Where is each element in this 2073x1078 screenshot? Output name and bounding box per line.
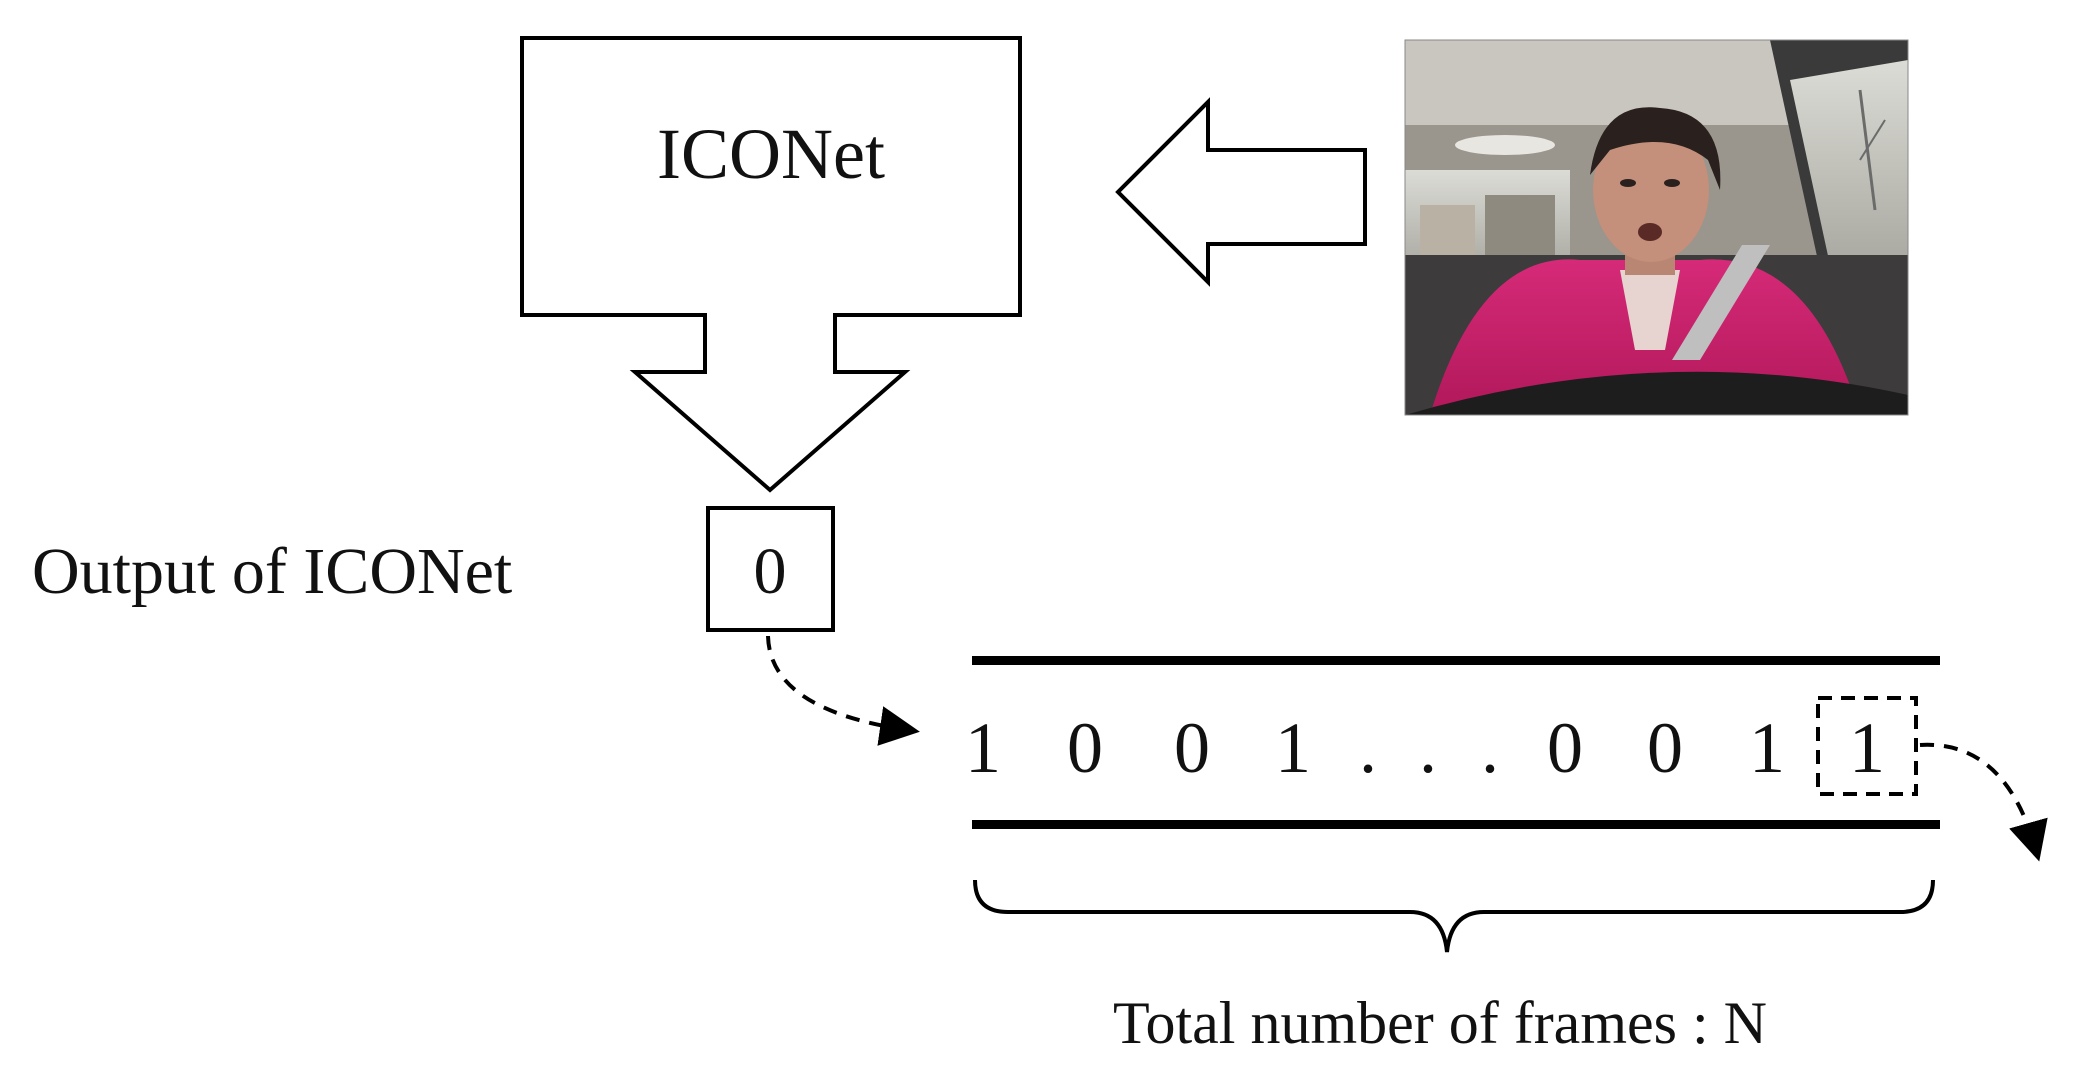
input-arrow (1115, 97, 1367, 287)
sequence-item: 0 (1174, 708, 1210, 788)
next-frame-arrow (1919, 742, 2048, 862)
iconet-block-label: ICONet (657, 114, 885, 194)
frame-sequence: 1 0 0 1 . . . 0 0 1 1 (965, 708, 1885, 788)
sequence-item: 0 (1547, 708, 1583, 788)
sequence-item: . (1419, 708, 1437, 788)
sequence-bottom-rail (972, 820, 1940, 829)
sequence-item: 1 (1275, 708, 1311, 788)
driver-in-car-photo (1405, 40, 1908, 415)
sequence-item: . (1481, 708, 1499, 788)
output-to-sequence-arrow (766, 635, 920, 746)
sequence-item-highlighted: 1 (1849, 708, 1885, 788)
output-value: 0 (754, 535, 787, 608)
output-label: Output of ICONet (32, 535, 512, 608)
output-value-box (706, 506, 835, 632)
frames-brace (973, 879, 1935, 953)
sequence-item: . (1359, 708, 1377, 788)
iconet-block-arrow (520, 36, 1022, 493)
sequence-item: 1 (965, 708, 1001, 788)
sequence-item: 0 (1067, 708, 1103, 788)
total-frames-label: Total number of frames : N (1113, 990, 1767, 1056)
last-frame-dashed-box (1816, 696, 1918, 796)
sequence-top-rail (972, 656, 1940, 665)
sequence-item: 1 (1749, 708, 1785, 788)
sequence-item: 0 (1647, 708, 1683, 788)
